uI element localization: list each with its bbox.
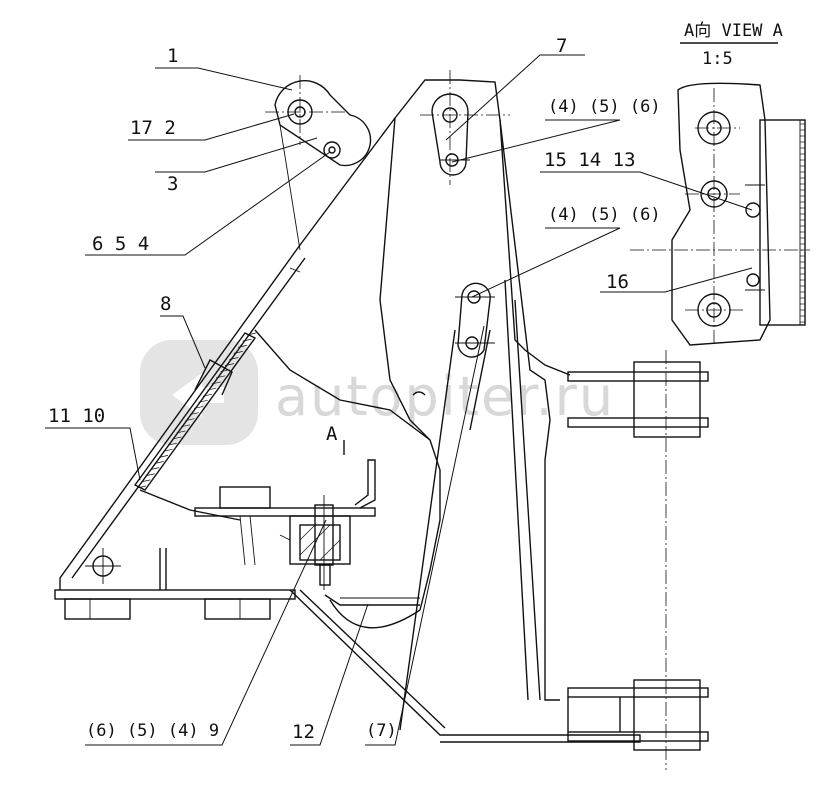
callout-6-5-4: 6 5 4 [92, 233, 149, 255]
callout-labels: A向 VIEW A 1:5 1 17 2 3 6 5 4 7 (4) (5) (… [48, 21, 783, 743]
view-a-detail [630, 42, 810, 346]
callout-15-14-13: 15 14 13 [544, 149, 636, 171]
callout-17-2: 17 2 [130, 117, 176, 139]
callout-456-upper: (4) (5) (6) [548, 97, 661, 117]
callout-3: 3 [167, 173, 178, 195]
watermark: autopiter.ru [140, 340, 615, 445]
section-marker-a: A [326, 423, 338, 445]
hatched-strip [133, 332, 257, 491]
link-middle [412, 282, 495, 396]
callout-6549: (6) (5) (4) 9 [86, 721, 219, 741]
view-a-scale: 1:5 [702, 49, 733, 69]
mount-assembly [194, 440, 420, 606]
callout-16: 16 [606, 271, 629, 293]
callout-11-10: 11 10 [48, 405, 105, 427]
leader-lines [45, 54, 753, 746]
callout-7: 7 [556, 35, 567, 57]
view-a-title: A向 VIEW A [684, 21, 783, 41]
main-bracket [54, 79, 709, 770]
callout-12: 12 [292, 721, 315, 743]
callout-8: 8 [160, 293, 171, 315]
callout-456-middle: (4) (5) (6) [548, 205, 661, 225]
pivot-link-top [265, 75, 372, 273]
link-upper [420, 70, 510, 185]
watermark-text: autopiter.ru [275, 365, 615, 428]
callout-7-ref: (7) [366, 721, 397, 741]
callout-1: 1 [167, 45, 178, 67]
